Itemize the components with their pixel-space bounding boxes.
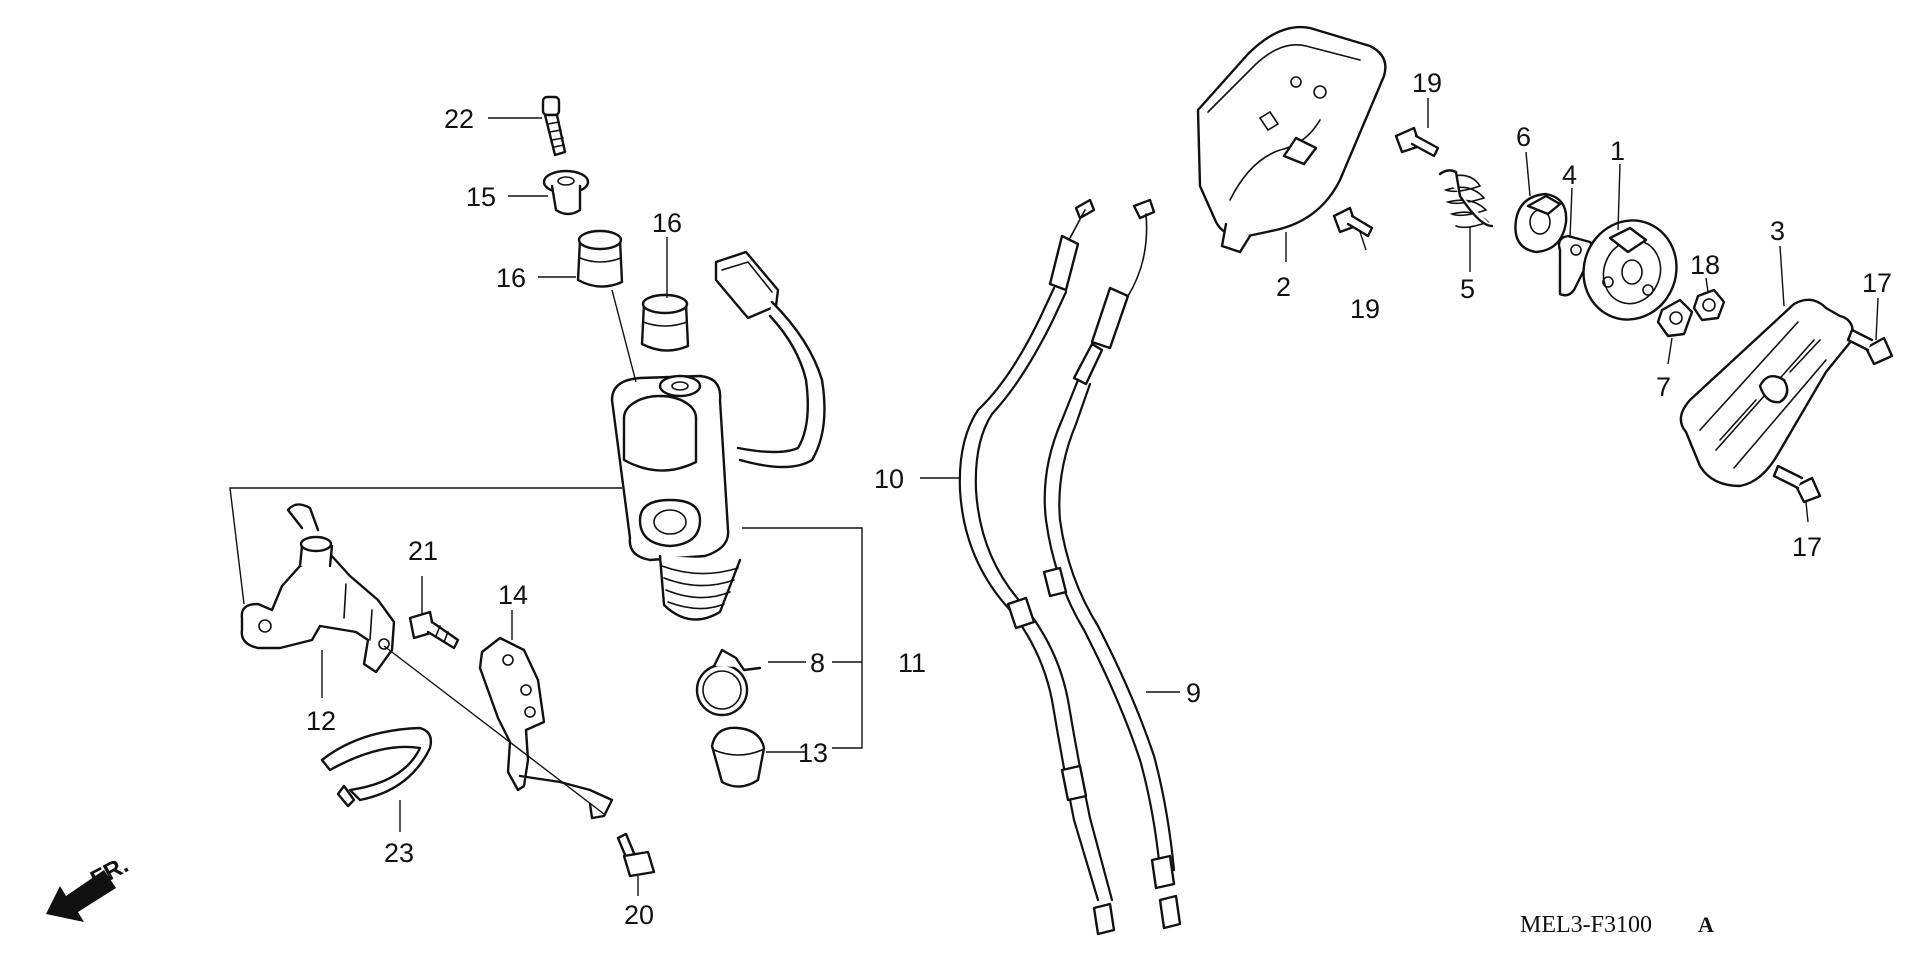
callout-10: 10 [874,464,904,494]
band-23 [320,726,433,808]
callout-19-bottom: 19 [1350,294,1380,324]
grommet-16-left [576,229,624,288]
leader-lines [229,98,1879,896]
callout-3: 3 [1770,216,1785,246]
solenoid-valve-body [610,374,742,621]
callout-21: 21 [408,536,438,566]
drum-6 [1514,192,1568,254]
cover-3 [1679,298,1854,488]
diagram-code: MEL3-F3100 A [1520,912,1714,938]
callout-6: 6 [1516,122,1531,152]
callout-17-right: 17 [1862,268,1892,298]
diagram-code-suffix: A [1698,912,1714,937]
callout-20: 20 [624,900,654,930]
callout-1: 1 [1610,136,1625,166]
callout-23: 23 [384,838,414,868]
housing-2 [1196,25,1387,254]
callout-16-right: 16 [652,208,682,238]
bolt-20 [616,832,656,878]
callout-labels: 22 15 16 16 21 14 12 23 20 8 11 13 10 9 … [306,68,1892,930]
stay-14 [478,636,614,820]
callout-19-top: 19 [1412,68,1442,98]
cap-13 [710,726,766,788]
pulley-1 [1582,219,1678,321]
callout-15: 15 [466,182,496,212]
front-direction-arrow-icon: FR. [46,851,133,922]
callout-9: 9 [1186,678,1201,708]
nut-18 [1692,288,1726,322]
washer-7 [1656,298,1694,338]
bolt-17-bottom [1772,464,1822,504]
callout-4: 4 [1562,160,1577,190]
bolt-22 [541,95,567,157]
diagram-code-text: MEL3-F3100 [1520,912,1652,938]
cable-10 [958,198,1116,936]
bolt-21 [408,610,460,650]
callout-8: 8 [810,648,825,678]
callout-16-left: 16 [496,263,526,293]
connector [714,250,826,469]
bracket-12 [240,503,396,674]
collar-15 [542,169,590,216]
callout-18: 18 [1690,250,1720,280]
callout-13: 13 [798,738,828,768]
callout-11: 11 [898,648,926,678]
callout-17-bottom: 17 [1792,532,1822,562]
bolt-19-bottom [1332,206,1374,238]
bolt-19-top [1394,126,1440,158]
callout-22: 22 [444,104,474,134]
callout-14: 14 [498,580,528,610]
callout-7: 7 [1656,372,1671,402]
callout-12: 12 [306,706,336,736]
callout-5: 5 [1460,274,1475,304]
bolt-17-right [1846,328,1894,366]
spring-5 [1438,169,1494,229]
cable-9 [1042,198,1182,930]
clip-8 [695,648,762,717]
grommet-16-right [640,293,690,352]
callout-2: 2 [1276,272,1291,302]
